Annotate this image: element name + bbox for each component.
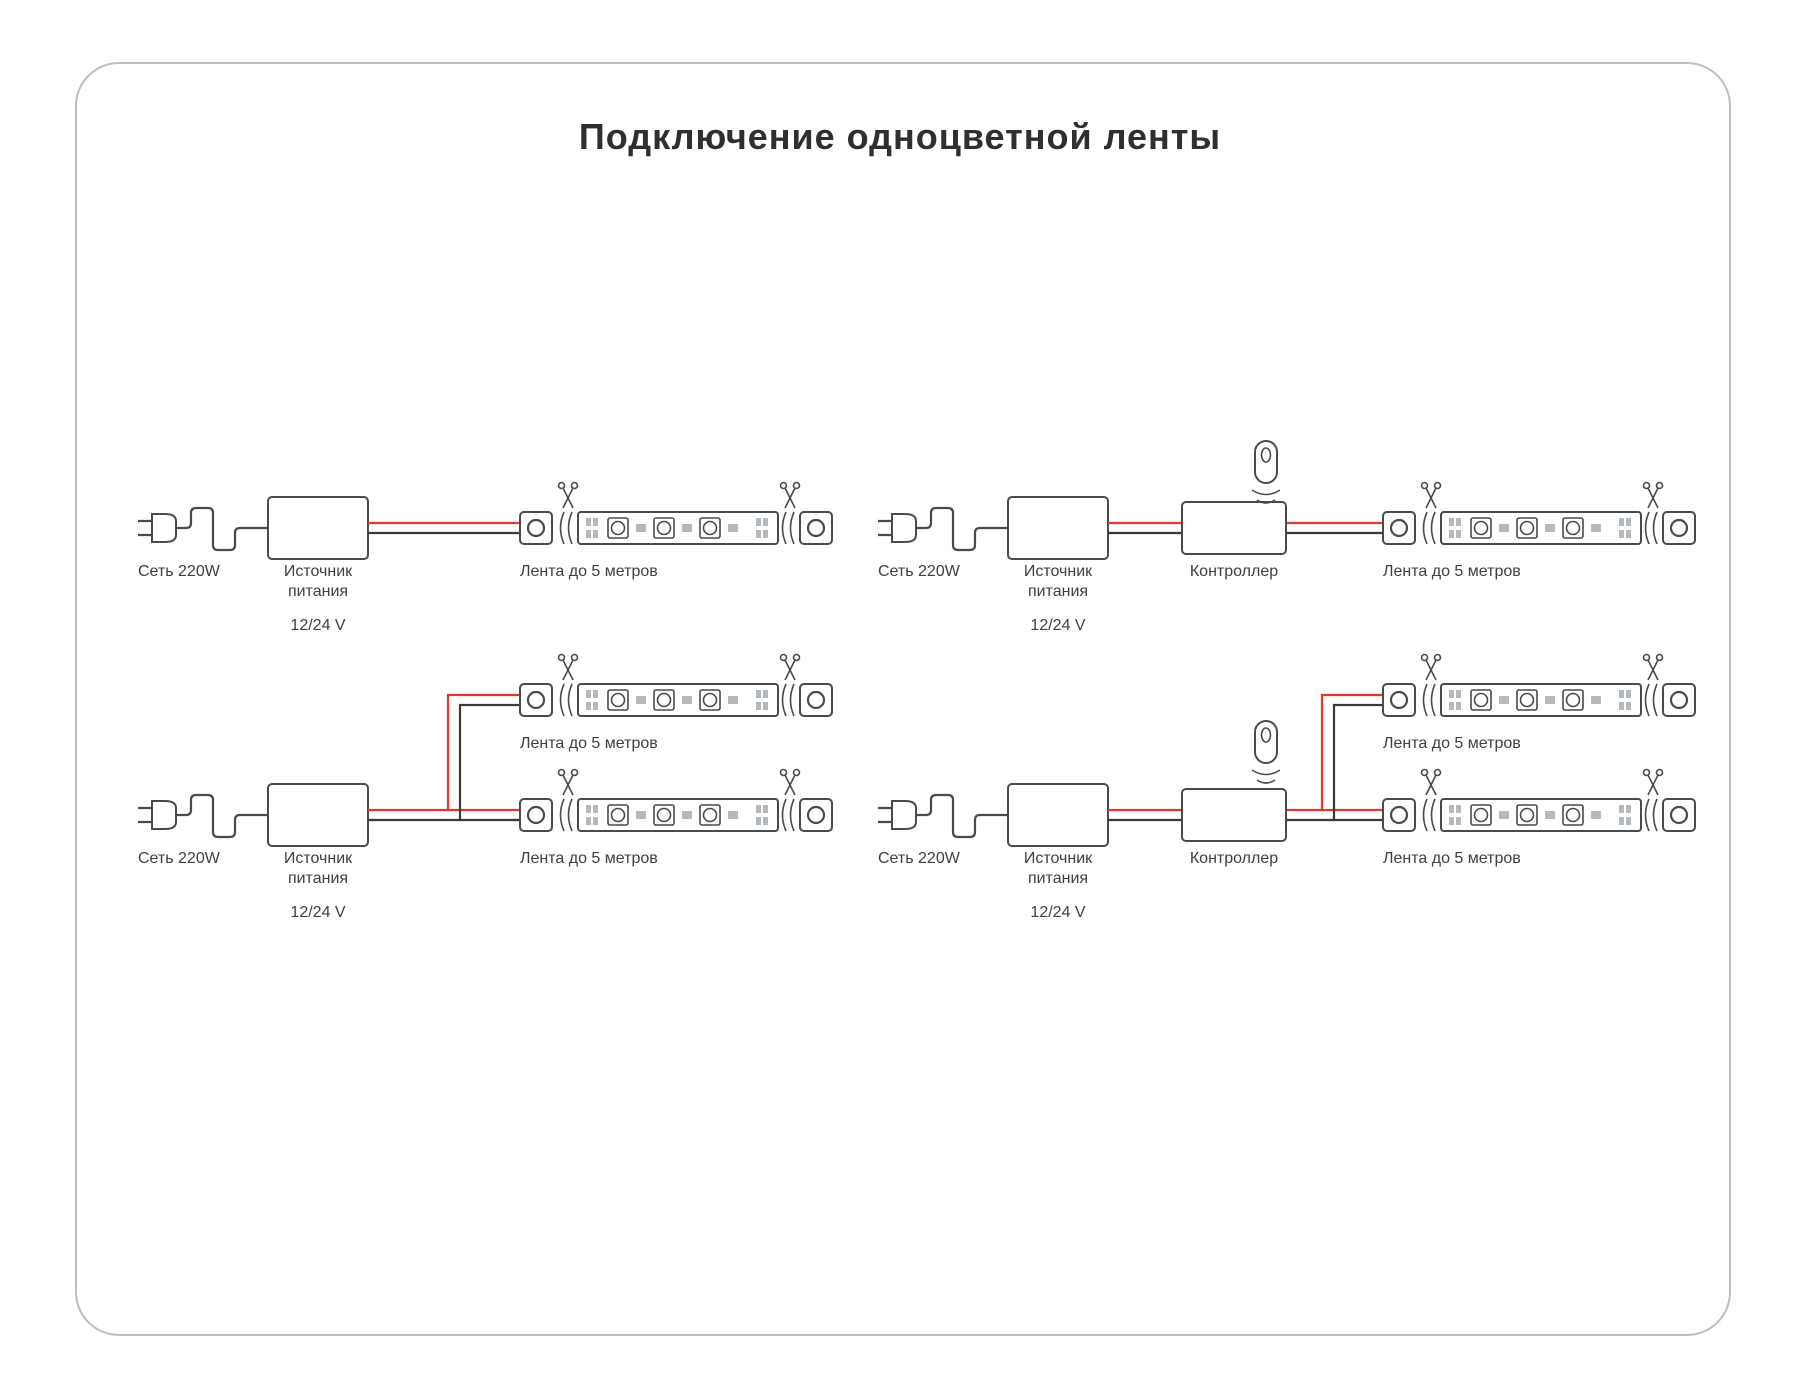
diagram-psu-two-strips: Сеть 220W Источник питания 12/24 V Лента… bbox=[136, 653, 834, 921]
label-controller: Контроллер bbox=[1190, 563, 1278, 580]
label-power: Сеть 220W bbox=[878, 563, 961, 580]
diagram-psu-strip: Сеть 220W Источник питания 12/24 V Лента… bbox=[136, 481, 834, 634]
label-psu-voltage: 12/24 V bbox=[290, 904, 345, 921]
label-power: Сеть 220W bbox=[138, 850, 221, 867]
power-supply-box bbox=[1007, 783, 1109, 847]
diagram-psu-controller-strip: Сеть 220W Источник питания 12/24 V Контр… bbox=[876, 440, 1697, 634]
led-strip bbox=[518, 481, 834, 546]
led-strip bbox=[1381, 768, 1697, 833]
diagram-psu-controller-two-strips: Сеть 220W Источник питания 12/24 V Контр… bbox=[876, 653, 1697, 921]
label-psu: Источник bbox=[1024, 563, 1093, 580]
label-psu: питания bbox=[288, 583, 348, 600]
label-psu: Источник bbox=[284, 563, 353, 580]
plug-icon bbox=[136, 506, 270, 552]
label-power: Сеть 220W bbox=[138, 563, 221, 580]
label-strip-top: Лента до 5 метров bbox=[1383, 735, 1521, 752]
power-supply-box bbox=[267, 783, 369, 847]
label-power: Сеть 220W bbox=[878, 850, 961, 867]
label-strip-top: Лента до 5 метров bbox=[520, 735, 658, 752]
label-psu-voltage: 12/24 V bbox=[1030, 617, 1085, 634]
power-supply-box bbox=[1007, 496, 1109, 560]
label-psu-voltage: 12/24 V bbox=[290, 617, 345, 634]
label-strip: Лента до 5 метров bbox=[1383, 563, 1521, 580]
controller-box bbox=[1181, 501, 1287, 555]
controller-box bbox=[1181, 788, 1287, 842]
led-strip bbox=[518, 653, 834, 718]
label-strip: Лента до 5 метров bbox=[520, 563, 658, 580]
remote-icon bbox=[1251, 720, 1281, 784]
power-supply-box bbox=[267, 496, 369, 560]
label-psu-voltage: 12/24 V bbox=[1030, 904, 1085, 921]
page-title: Подключение одноцветной ленты bbox=[578, 116, 1222, 157]
label-strip-bottom: Лента до 5 метров bbox=[1383, 850, 1521, 867]
black-wire bbox=[368, 703, 520, 822]
led-strip bbox=[1381, 481, 1697, 546]
plug-icon bbox=[136, 793, 270, 839]
led-strip bbox=[518, 768, 834, 833]
plug-icon bbox=[876, 506, 1010, 552]
black-wire bbox=[1108, 703, 1383, 822]
remote-icon bbox=[1251, 440, 1281, 504]
label-psu: Источник bbox=[284, 850, 353, 867]
plug-icon bbox=[876, 793, 1010, 839]
label-psu: питания bbox=[1028, 870, 1088, 887]
red-wire bbox=[368, 693, 520, 812]
label-psu: питания bbox=[1028, 583, 1088, 600]
label-controller: Контроллер bbox=[1190, 850, 1278, 867]
border-frame bbox=[75, 62, 1731, 1336]
label-strip-bottom: Лента до 5 метров bbox=[520, 850, 658, 867]
led-strip bbox=[1381, 653, 1697, 718]
label-psu: Источник bbox=[1024, 850, 1093, 867]
label-psu: питания bbox=[288, 870, 348, 887]
